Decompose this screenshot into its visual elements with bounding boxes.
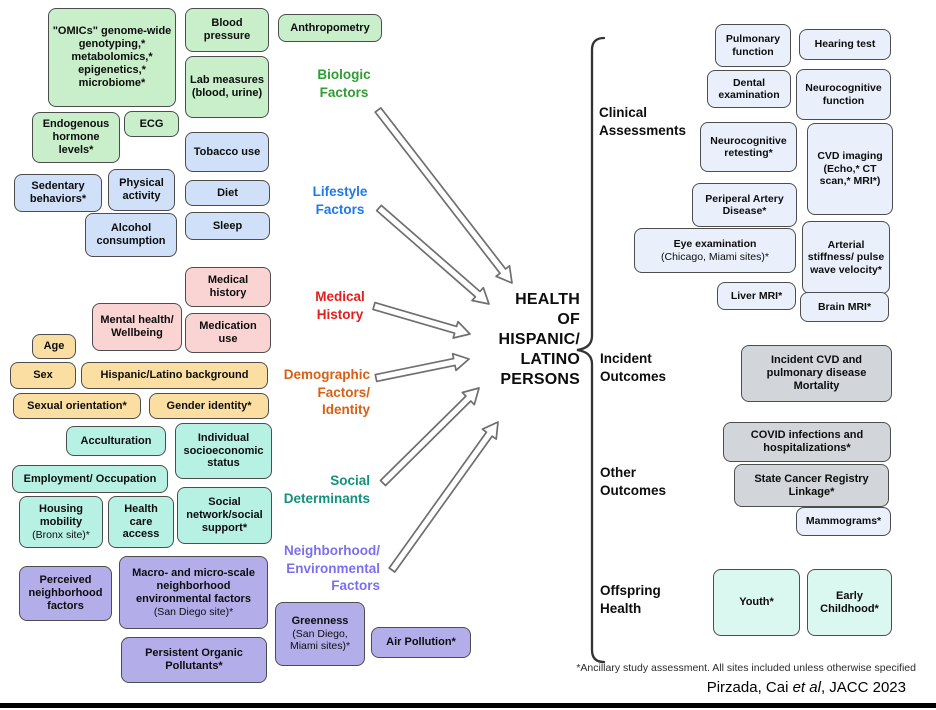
- center-title-line: PERSONS: [500, 371, 580, 388]
- arrow-social: [379, 387, 480, 487]
- box-housing-mobility: Housing mobility(Bronx site)*: [19, 496, 103, 548]
- box-health-care-access: Health care access: [108, 496, 174, 548]
- citation-suffix: , JACC 2023: [820, 679, 906, 696]
- box-pulmonary-function: Pulmonary function: [715, 24, 791, 67]
- label-biologic-factors: Biologic Factors: [317, 67, 371, 100]
- label-medical-history: Medical History: [315, 289, 365, 322]
- box-acculturation: Acculturation: [66, 426, 166, 456]
- center-title-line: HISPANIC/: [498, 331, 580, 348]
- box-social-network: Social network/social support*: [177, 487, 272, 544]
- box-neurocognitive-function: Neurocognitive function: [796, 69, 891, 120]
- box-diet: Diet: [185, 180, 270, 206]
- box-tobacco-use: Tobacco use: [185, 132, 269, 172]
- box-greenness: Greenness(San Diego, Miami sites)*: [275, 602, 365, 666]
- box-sex: Sex: [10, 362, 76, 389]
- box-state-cancer-registry: State Cancer Registry Linkage*: [734, 464, 889, 507]
- citation: Pirzada, Cai et al, JACC 2023: [500, 679, 906, 696]
- center-title-line: OF: [557, 311, 580, 328]
- box-perceived-neighborhood: Perceived neighborhood factors: [19, 566, 112, 621]
- box-mental-health: Mental health/ Wellbeing: [92, 303, 182, 351]
- label-neighborhood-environmental: Neighborhood/ Environmental Factors: [284, 543, 380, 594]
- box-anthropometry: Anthropometry: [278, 14, 382, 42]
- arrow-neighborhood: [388, 421, 499, 573]
- box-mammograms: Mammograms*: [796, 507, 891, 536]
- box-medical-history: Medical history: [185, 267, 271, 307]
- box-macro-micro-neighborhood: Macro- and micro-scale neighborhood envi…: [119, 556, 268, 629]
- box-early-childhood: Early Childhood*: [807, 569, 892, 636]
- box-hispanic-latino-background: Hispanic/Latino background: [81, 362, 268, 389]
- citation-et-al: et al: [792, 679, 821, 696]
- box-brain-mri: Brain MRI*: [800, 292, 889, 322]
- box-dental-examination: Dental examination: [707, 70, 791, 108]
- box-eye-examination: Eye examination(Chicago, Miami sites)*: [634, 228, 796, 273]
- box-peripheral-artery-disease: Periperal Artery Disease*: [692, 183, 797, 227]
- box-cvd-imaging: CVD imaging (Echo,* CT scan,* MRI*): [807, 123, 893, 215]
- citation-prefix: Pirzada, Cai: [706, 679, 793, 696]
- label-incident-outcomes: Incident Outcomes: [600, 351, 667, 385]
- box-age: Age: [32, 334, 76, 359]
- box-medication-use: Medication use: [185, 313, 271, 353]
- box-endogenous-hormone: Endogenous hormone levels*: [32, 112, 120, 163]
- box-gender-identity: Gender identity*: [149, 393, 269, 419]
- arrow-medical: [372, 301, 471, 339]
- box-sedentary-behaviors: Sedentary behaviors*: [14, 174, 102, 212]
- label-social-determinants: Social Determinants: [283, 473, 370, 506]
- box-individual-ses: Individual socioeconomic status: [175, 423, 272, 479]
- center-title-line: LATINO: [520, 351, 580, 368]
- footnote: *Ancillary study assessment. All sites i…: [576, 662, 916, 674]
- arrow-demographic: [374, 352, 470, 383]
- label-other-outcomes: Other Outcomes: [600, 465, 667, 499]
- box-covid-infections: COVID infections and hospitalizations*: [723, 422, 891, 462]
- arrow-biologic: [374, 107, 513, 284]
- box-youth: Youth*: [713, 569, 800, 636]
- center-title: HEALTH OF HISPANIC/ LATINO PERSONS: [462, 290, 580, 390]
- box-liver-mri: Liver MRI*: [717, 282, 796, 310]
- box-physical-activity: Physical activity: [108, 169, 175, 211]
- box-employment-occupation: Employment/ Occupation: [12, 465, 168, 493]
- box-ecg: ECG: [124, 111, 179, 137]
- box-incident-cvd-mortality: Incident CVD and pulmonary disease Morta…: [741, 345, 892, 402]
- box-persistent-organic-pollutants: Persistent Organic Pollutants*: [121, 637, 267, 683]
- box-alcohol-consumption: Alcohol consumption: [85, 213, 177, 257]
- box-arterial-stiffness: Arterial stiffness/ pulse wave velocity*: [802, 221, 890, 294]
- label-clinical-assessments: Clinical Assessments: [599, 105, 687, 139]
- label-lifestyle-factors: Lifestyle Factors: [312, 184, 368, 217]
- center-title-line: HEALTH: [515, 291, 580, 308]
- box-neurocognitive-retesting: Neurocognitive retesting*: [700, 122, 797, 172]
- box-omics: "OMICs" genome-wide genotyping,* metabol…: [48, 8, 176, 107]
- label-demographic-factors: Demographic Factors/ Identity: [283, 367, 370, 418]
- box-sexual-orientation: Sexual orientation*: [13, 393, 141, 419]
- box-hearing-test: Hearing test: [799, 29, 891, 60]
- bottom-rule: [0, 703, 936, 708]
- box-sleep: Sleep: [185, 212, 270, 240]
- label-offspring-health: Offspring Health: [600, 583, 661, 617]
- box-lab-measures: Lab measures (blood, urine): [185, 56, 269, 118]
- box-blood-pressure: Blood pressure: [185, 8, 269, 52]
- box-air-pollution: Air Pollution*: [371, 627, 471, 658]
